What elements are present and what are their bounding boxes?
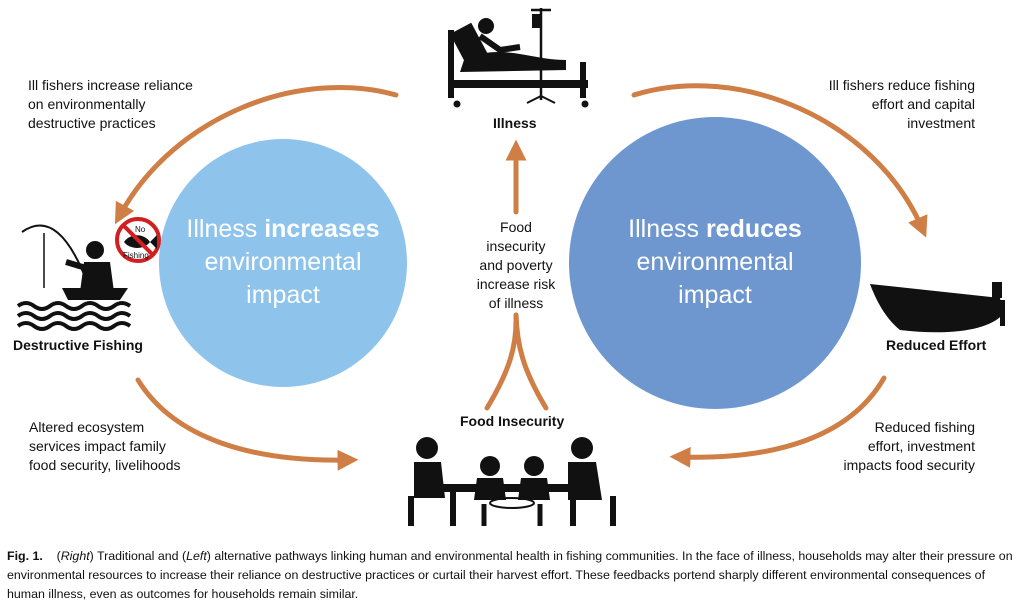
left-circle-line1-bold: increases: [264, 215, 380, 243]
edge-center-line: increase risk: [476, 276, 556, 292]
arrow-center-right-stem: [513, 312, 549, 411]
edge-bottom-left-line: food security, livelihoods: [29, 457, 181, 473]
fisher-boat-icon: [16, 224, 132, 331]
right-circle-line2: environmental: [636, 248, 794, 276]
edge-bottom-right-line: Reduced fishing: [874, 419, 975, 435]
node-destructive-fishing-label: Destructive Fishing: [13, 337, 143, 353]
right-circle-line1-bold: reduces: [705, 215, 802, 243]
edge-bottom-right-text: Reduced fishing effort, investment impac…: [800, 418, 976, 475]
edge-top-left-line: Ill fishers increase reliance: [28, 77, 193, 93]
node-illness-label: Illness: [493, 115, 537, 131]
diagram-graphics: No Fishing: [16, 8, 1005, 526]
pathway-diagram: No Fishing Illness D: [13, 8, 1005, 526]
arrow-top-right: [631, 83, 928, 238]
edge-top-right-line: investment: [907, 115, 975, 131]
edge-center-line: and poverty: [479, 257, 553, 273]
family-table-icon: [408, 437, 616, 526]
hospital-bed-icon: [448, 8, 589, 108]
edge-top-left-text: Ill fishers increase reliance on environ…: [28, 76, 193, 133]
left-circle-line2: environmental: [204, 248, 362, 276]
right-circle-line3: impact: [678, 281, 752, 309]
caption-right: Right: [60, 549, 90, 563]
figure-caption: Fig. 1. (Right) Traditional and (Left) a…: [7, 547, 1017, 604]
caption-p2: ) Traditional and (: [89, 549, 187, 563]
arrow-top-left: [114, 85, 399, 225]
caption-fig-label: Fig. 1.: [7, 549, 43, 563]
caption-p1: (: [56, 549, 61, 563]
edge-top-left-line: on environmentally: [28, 96, 146, 112]
arrow-bottom-right: [669, 375, 887, 468]
no-fishing-sign-bottom: Fishing: [123, 251, 149, 260]
no-fishing-sign-top: No: [135, 225, 146, 234]
edge-bottom-right-line: effort, investment: [867, 438, 975, 454]
right-circle-text: Illness reduces environmental impact: [599, 213, 831, 312]
node-reduced-effort-label: Reduced Effort: [886, 337, 987, 353]
edge-center-line: of illness: [488, 295, 544, 311]
edge-bottom-right-line: impacts food security: [843, 457, 976, 473]
left-circle-text: Illness increases environmental impact: [183, 213, 383, 312]
right-circle: [569, 117, 861, 409]
caption-p3: ) alternative pathways linking human and…: [7, 549, 1013, 601]
edge-top-left-line: destructive practices: [28, 115, 156, 131]
edge-center-line: insecurity: [486, 238, 546, 254]
edge-top-right-line: Ill fishers reduce fishing: [828, 77, 975, 93]
no-fishing-sign-icon: No Fishing: [115, 217, 161, 263]
edge-top-right-line: effort and capital: [871, 96, 975, 112]
boat-icon: [870, 282, 1005, 333]
edge-bottom-left-text: Altered ecosystem services impact family…: [29, 418, 180, 475]
arrow-center-left-stem: [484, 312, 519, 411]
edge-bottom-left-line: Altered ecosystem: [29, 419, 145, 435]
left-circle: [159, 139, 407, 387]
edge-bottom-left-line: services impact family: [29, 438, 166, 454]
arrow-bottom-left: [135, 377, 359, 471]
left-circle-line3: impact: [246, 281, 320, 309]
node-food-insecurity-label: Food Insecurity: [460, 413, 565, 429]
left-circle-line1-pre: Illness: [186, 215, 265, 243]
edge-center-line: Food: [500, 219, 532, 235]
caption-left: Left: [186, 549, 207, 563]
edge-center-text: Food insecurity and poverty increase ris…: [456, 218, 576, 313]
right-circle-line1-pre: Illness: [628, 215, 706, 243]
edge-top-right-text: Ill fishers reduce fishing effort and ca…: [800, 76, 975, 133]
